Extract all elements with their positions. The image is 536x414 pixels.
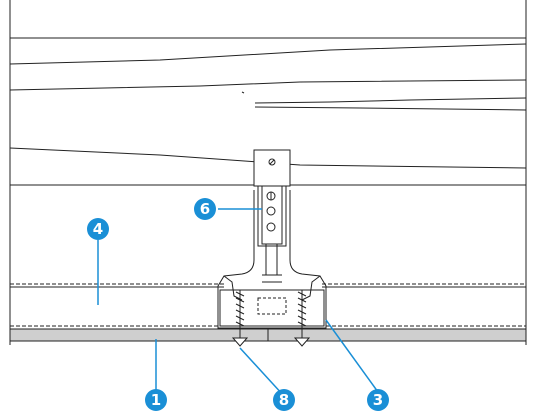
svg-text:3: 3	[373, 391, 383, 409]
callout-1: 1	[145, 389, 167, 411]
timber-grain-lines	[9, 43, 527, 169]
leader-lines	[97, 208, 379, 397]
callout-8: 8	[273, 389, 295, 411]
channel-bracket	[217, 190, 327, 329]
plasterboard-layer	[9, 328, 527, 342]
screw-icon	[293, 290, 311, 347]
suspension-hanger	[253, 149, 291, 275]
circle-icon	[266, 206, 276, 216]
circle-icon	[266, 222, 276, 232]
screw-icon	[231, 290, 249, 347]
svg-text:6: 6	[200, 200, 210, 218]
svg-text:4: 4	[93, 220, 103, 238]
callout-6: 6	[194, 198, 216, 220]
insulation-layer	[10, 283, 526, 327]
svg-text:1: 1	[151, 391, 161, 409]
callout-3: 3	[367, 389, 389, 411]
callout-4: 4	[87, 218, 109, 240]
svg-text:8: 8	[279, 391, 289, 409]
